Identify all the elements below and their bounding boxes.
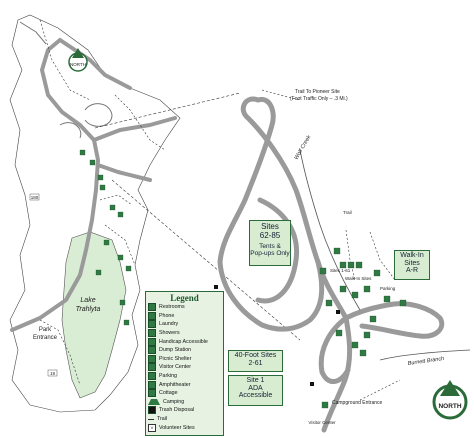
- legend-label: Picnic Shelter: [159, 355, 192, 362]
- forty-foot-line2: 2-61: [248, 359, 263, 367]
- campground-entrance-label: Campground Entrance: [332, 400, 383, 406]
- sites-62-85-line4: Pop-ups Only: [250, 249, 290, 257]
- road-180-label: 180: [31, 195, 39, 200]
- creeks: [299, 149, 471, 361]
- legend-label: Restrooms: [159, 304, 185, 311]
- legend-row: Trail: [146, 415, 223, 424]
- site1-line2: ADA: [248, 384, 263, 392]
- legend-label: Laundry: [159, 321, 179, 328]
- legend-row: Cottage: [146, 389, 223, 398]
- north-arrow-small: NORTH: [68, 48, 88, 72]
- laundry-icon: [148, 320, 156, 329]
- legend-label: Trail: [157, 416, 168, 423]
- forty-foot-line1: 40-Foot Sites: [234, 352, 277, 359]
- phone-icon: [148, 311, 156, 320]
- left-roads-thin: [19, 21, 113, 139]
- legend-row: Trash Disposal: [146, 406, 223, 415]
- right-facility-icons: [319, 247, 407, 409]
- legend-label: Amphitheater: [159, 381, 191, 388]
- visitor-center-label: Visitor Center: [308, 420, 336, 425]
- site1-line1: Site 1: [246, 377, 265, 384]
- sites-1-61-label: Sites 1-61: [330, 268, 351, 273]
- visitor-center-icon: [148, 363, 156, 372]
- walk-in-line2: Sites: [404, 259, 420, 267]
- legend-label: Showers: [159, 330, 180, 337]
- legend-title: Legend: [170, 293, 199, 303]
- legend-label: Trash Disposal: [159, 407, 195, 414]
- amphitheater-icon: [148, 380, 156, 389]
- trail-icon: [148, 418, 154, 420]
- sites-62-85-line1: Sites: [261, 222, 279, 231]
- sites-62-85-callout: Sites 62-85 Tents & Pop-ups Only: [249, 220, 291, 266]
- legend-label: Phone: [159, 312, 175, 319]
- legend-row: Showers: [146, 329, 223, 338]
- legend-row: Dump Station: [146, 346, 223, 355]
- sites-62-85-line2: 62-85: [259, 230, 281, 240]
- park-entrance-label-1: Park: [39, 327, 52, 333]
- road-markers: 180 19: [29, 193, 58, 377]
- walk-in-line1: Walk-In: [400, 252, 424, 259]
- picnic-shelter-icon: [148, 354, 156, 363]
- trail-to-pioneer-label: Trail To Pioneer Site: [295, 89, 340, 95]
- cottage-icon: [148, 389, 156, 398]
- foot-traffic-label: (Foot Traffic Only – .3 Mi.): [290, 96, 348, 102]
- left-trails: [39, 19, 166, 386]
- north-arrow-large: NORTH: [432, 380, 468, 420]
- left-facility-icons: [79, 149, 132, 326]
- sites-62-85-line3: Tents &: [259, 242, 281, 250]
- north-label-small: NORTH: [70, 62, 86, 67]
- zoom-leader-lines: [94, 92, 301, 341]
- legend-label: Visitor Center: [159, 364, 191, 371]
- camping-icon: [148, 398, 160, 405]
- forty-foot-sites-callout: 40-Foot Sites 2-61: [228, 350, 283, 372]
- lake-label-2: Trahlyta: [76, 306, 101, 313]
- legend-row: Amphitheater: [146, 380, 223, 389]
- legend-row: Visitor Center: [146, 363, 223, 372]
- legend-row: Handicap Accessible: [146, 337, 223, 346]
- legend-label: Parking: [159, 373, 177, 380]
- restroom-icon: [148, 303, 156, 312]
- shower-icon: [148, 329, 156, 338]
- walk-in-sites-callout: Walk-In Sites A-R: [394, 250, 430, 280]
- volunteer-icon: V: [148, 423, 156, 432]
- legend-label: Handicap Accessible: [159, 338, 208, 345]
- parking-small-label: Parking: [380, 286, 396, 291]
- parking-icon: [148, 372, 156, 381]
- trail-label: Trail: [343, 210, 352, 215]
- walk-in-line3: A-R: [405, 267, 419, 275]
- legend-row: Parking: [146, 372, 223, 381]
- road-19-label: 19: [50, 371, 56, 376]
- legend-row: Phone: [146, 311, 223, 321]
- site1-ada-callout: Site 1 ADA Accessible: [228, 375, 283, 406]
- legend-row: Restrooms: [146, 303, 223, 312]
- right-trails: [261, 89, 401, 401]
- trash-icon: [148, 406, 156, 415]
- lake-trahlyta: [61, 231, 127, 399]
- legend: Legend Restrooms Phone Laundry Showers H…: [145, 291, 224, 436]
- legend-row: Camping: [146, 398, 223, 407]
- legend-row: Laundry: [146, 320, 223, 329]
- burnett-branch-label: Burnett Branch: [407, 356, 444, 367]
- left-roads: [10, 38, 177, 332]
- lake-label-1: Lake: [80, 297, 95, 304]
- north-label-large: NORTH: [438, 403, 461, 410]
- park-entrance-label-2: Entrance: [33, 335, 58, 341]
- handicap-icon: [148, 337, 156, 346]
- legend-label: Cottage: [159, 390, 178, 397]
- dump-station-icon: [148, 346, 156, 355]
- right-roads: [217, 96, 445, 433]
- park-boundary: [9, 14, 181, 413]
- trash-markers: [214, 285, 340, 386]
- site1-line3: Accessible: [238, 392, 273, 400]
- walk-in-small-label: Walk-In Sites: [345, 276, 372, 281]
- legend-label: Volunteer Sites: [159, 424, 195, 431]
- legend-label: Camping: [163, 398, 185, 405]
- wolf-creek-label: Wolf Creek: [294, 134, 313, 161]
- legend-row: Picnic Shelter: [146, 354, 223, 364]
- legend-label: Dump Station: [159, 347, 192, 354]
